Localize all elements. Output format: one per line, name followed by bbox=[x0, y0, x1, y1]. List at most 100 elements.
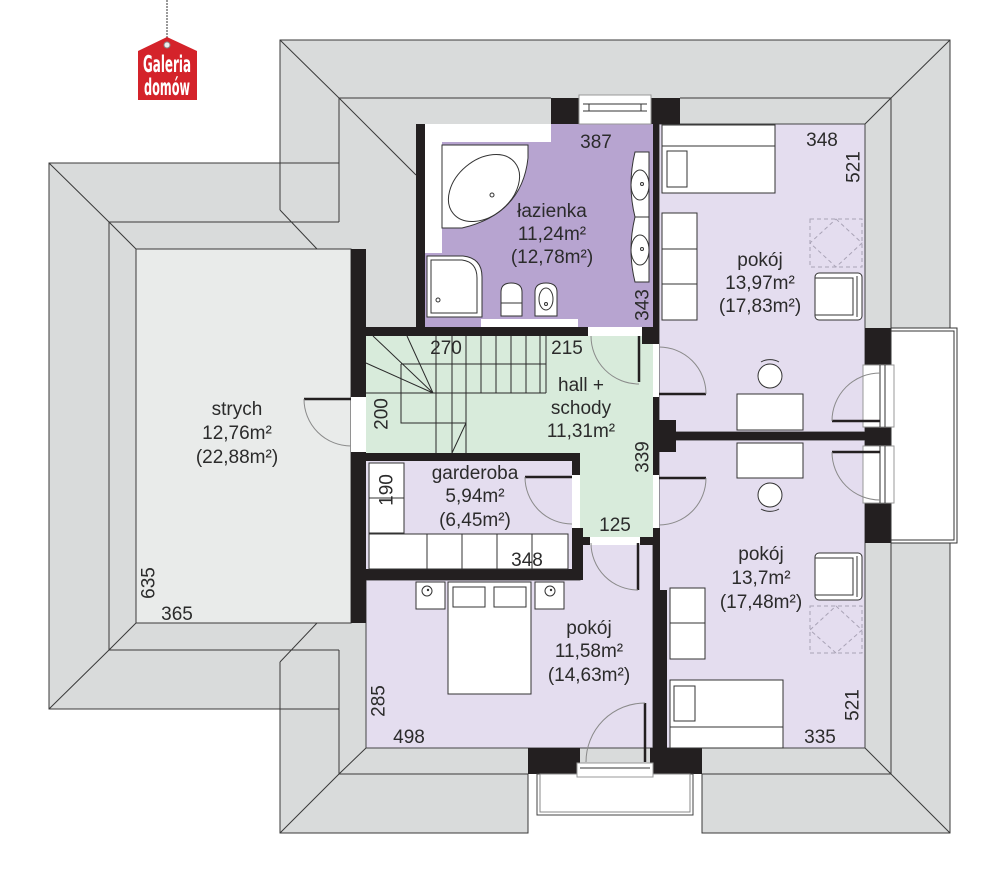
sofa-icon bbox=[669, 587, 706, 660]
room-label-pokoj-se: pokój 13,7m² (17,48m²) bbox=[720, 544, 802, 613]
wall bbox=[865, 427, 891, 446]
nightstand-icon bbox=[534, 581, 565, 610]
roof-lines bbox=[48, 39, 951, 834]
dimension-label: 339 bbox=[633, 441, 654, 473]
dimension-label: 387 bbox=[580, 132, 612, 153]
door-pokoj-ne bbox=[658, 346, 707, 396]
room-gross-area: (6,45m²) bbox=[439, 510, 511, 531]
dimension-label: 635 bbox=[139, 567, 160, 599]
dimension-label: 498 bbox=[393, 727, 425, 748]
opening bbox=[351, 397, 366, 452]
bidet-icon bbox=[534, 282, 558, 317]
door-lazienka bbox=[590, 335, 641, 385]
opening bbox=[572, 475, 580, 528]
wall bbox=[865, 503, 891, 543]
sink-icon bbox=[630, 151, 650, 218]
room-label-strych: strych 12,76m² (22,88m²) bbox=[196, 399, 278, 468]
tag-hole-icon bbox=[163, 41, 171, 49]
room-area: 13,7m² bbox=[731, 568, 790, 589]
room-gross-area: (14,63m²) bbox=[548, 665, 630, 686]
sofa-icon bbox=[661, 212, 698, 321]
wall bbox=[416, 124, 425, 336]
chair-icon bbox=[757, 359, 783, 389]
chair-icon bbox=[757, 482, 783, 512]
dimension-label: 200 bbox=[372, 398, 393, 430]
room-name: schody bbox=[551, 398, 612, 419]
opening bbox=[653, 344, 659, 397]
brand-logo[interactable]: Galeria domów bbox=[138, 0, 197, 101]
bed-icon bbox=[669, 679, 784, 749]
opening bbox=[590, 537, 640, 545]
dimension-label: 270 bbox=[430, 338, 462, 359]
bathtub-icon bbox=[441, 144, 529, 229]
dimension-label: 365 bbox=[161, 604, 193, 625]
room-label-lazienka: łazienka 11,24m² (12,78m²) bbox=[511, 201, 593, 268]
room-name: strych bbox=[212, 399, 263, 420]
dimension-label: 348 bbox=[511, 550, 543, 571]
low-ceiling-area bbox=[425, 124, 551, 142]
dimension-label: 285 bbox=[369, 685, 390, 717]
toilet-icon bbox=[500, 282, 523, 317]
room-area: 13,97m² bbox=[725, 273, 795, 294]
room-label-garderoba: garderoba 5,94m² (6,45m²) bbox=[432, 463, 519, 531]
room-name: łazienka bbox=[517, 201, 587, 222]
room-area: 11,24m² bbox=[518, 224, 586, 245]
wall bbox=[640, 537, 659, 545]
shower-icon bbox=[426, 255, 483, 318]
wall bbox=[659, 590, 667, 748]
dimension-label: 335 bbox=[804, 727, 836, 748]
balcony-door-frame bbox=[576, 762, 654, 778]
wall bbox=[351, 453, 578, 461]
room-gross-area: (17,83m²) bbox=[719, 296, 801, 317]
brand-line-2: domów bbox=[144, 75, 190, 101]
dimension-label: 348 bbox=[806, 130, 838, 151]
bathroom-fixtures bbox=[426, 144, 650, 318]
opening bbox=[588, 327, 642, 336]
door-strych bbox=[303, 397, 352, 447]
wall bbox=[650, 748, 702, 774]
pokoj-se-furniture bbox=[669, 442, 863, 749]
wall bbox=[653, 528, 660, 748]
wall bbox=[351, 452, 366, 623]
double-bed-icon bbox=[447, 581, 532, 695]
openings bbox=[351, 327, 659, 545]
wall bbox=[578, 537, 590, 545]
room-label-pokoj-ne: pokój 13,97m² (17,83m²) bbox=[719, 250, 801, 317]
wall bbox=[351, 249, 366, 397]
room-name: pokój bbox=[737, 250, 782, 271]
wall bbox=[642, 327, 659, 344]
room-area: 11,58m² bbox=[555, 641, 623, 662]
dimension-label: 521 bbox=[844, 151, 865, 183]
opening bbox=[653, 475, 659, 528]
dimension-label: 215 bbox=[551, 338, 583, 359]
desk-icon bbox=[736, 442, 804, 479]
wall bbox=[572, 453, 580, 475]
window-bathroom bbox=[578, 94, 652, 125]
armchair-icon bbox=[814, 552, 863, 601]
room-area: 11,31m² bbox=[547, 421, 615, 442]
room-hall bbox=[366, 336, 653, 537]
low-ceiling-area bbox=[425, 142, 442, 253]
doors bbox=[303, 335, 881, 763]
room-name: hall + bbox=[558, 375, 604, 396]
door-pokoj-s bbox=[590, 542, 640, 591]
bed-icon bbox=[661, 124, 776, 194]
room-name: pokój bbox=[566, 618, 611, 639]
balcony-east bbox=[862, 327, 958, 544]
door-balcony-se bbox=[831, 450, 881, 501]
price-tag-icon bbox=[138, 37, 197, 100]
wall bbox=[528, 748, 580, 774]
room-name: pokój bbox=[738, 544, 783, 565]
pokoj-s-furniture bbox=[415, 581, 565, 695]
door-balcony-south bbox=[585, 702, 647, 763]
wardrobe-shelves bbox=[368, 462, 569, 570]
room-strych bbox=[135, 248, 352, 624]
sink-icon bbox=[630, 216, 650, 283]
dimension-label: 190 bbox=[377, 474, 398, 506]
room-name: garderoba bbox=[432, 463, 519, 484]
rug-icon bbox=[809, 218, 863, 268]
room-label-hall: hall + schody 11,31m² bbox=[547, 375, 615, 442]
dimension-label: 125 bbox=[599, 515, 631, 536]
wall bbox=[572, 528, 583, 580]
